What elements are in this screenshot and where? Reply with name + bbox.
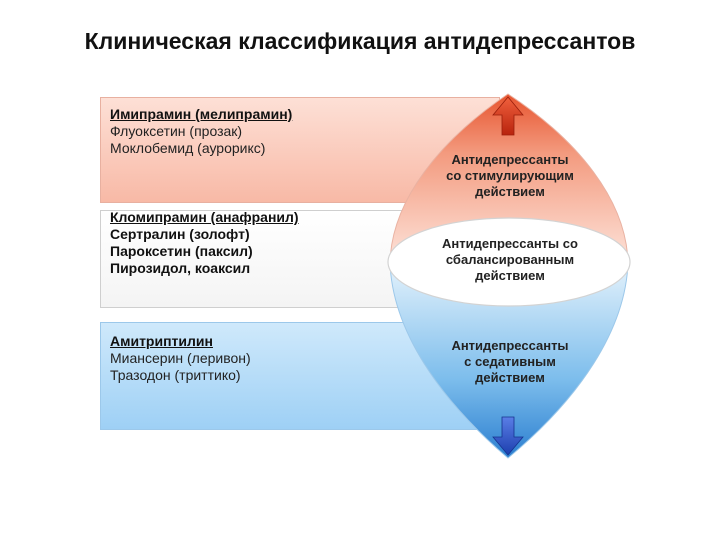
drug-item: Амитриптилин	[110, 333, 213, 349]
down-arrow-icon	[492, 416, 524, 456]
sedative-drug-list: Амитриптилин Миансерин (леривон) Тразодо…	[110, 333, 251, 384]
label-line: действием	[475, 370, 545, 385]
balanced-drug-list: Кломипрамин (анафранил) Сертралин (золоф…	[110, 209, 299, 277]
drug-item: Тразодон (триттико)	[110, 367, 241, 383]
page-title: Клиническая классификация антидепрессант…	[84, 28, 636, 54]
drug-item: Миансерин (леривон)	[110, 350, 251, 366]
label-line: Антидепрессанты	[451, 152, 569, 167]
up-arrow-icon	[492, 96, 524, 136]
drug-item: Пирозидол, коаксил	[110, 260, 251, 276]
stimulating-label: Антидепрессанты со стимулирующим действи…	[420, 152, 600, 200]
label-line: действием	[475, 184, 545, 199]
drug-item: Сертралин (золофт)	[110, 226, 250, 242]
balanced-label: Антидепрессанты со сбалансированным дейс…	[410, 236, 610, 284]
label-line: со стимулирующим	[446, 168, 574, 183]
drug-item: Моклобемид (аурорикс)	[110, 140, 266, 156]
label-line: с седативным	[464, 354, 556, 369]
sedative-lens	[389, 261, 629, 459]
label-line: Антидепрессанты со	[442, 236, 578, 251]
balanced-ellipse	[387, 217, 631, 307]
drug-item: Флуоксетин (прозак)	[110, 123, 243, 139]
sedative-label: Антидепрессанты с седативным действием	[420, 338, 600, 386]
drug-item: Кломипрамин (анафранил)	[110, 209, 299, 225]
drug-item: Пароксетин (паксил)	[110, 243, 253, 259]
label-line: действием	[475, 268, 545, 283]
label-line: сбалансированным	[445, 252, 575, 267]
stimulating-drug-list: Имипрамин (мелипрамин) Флуоксетин (проза…	[110, 106, 292, 157]
label-line: Антидепрессанты	[451, 338, 569, 353]
drug-item: Имипрамин (мелипрамин)	[110, 106, 293, 122]
